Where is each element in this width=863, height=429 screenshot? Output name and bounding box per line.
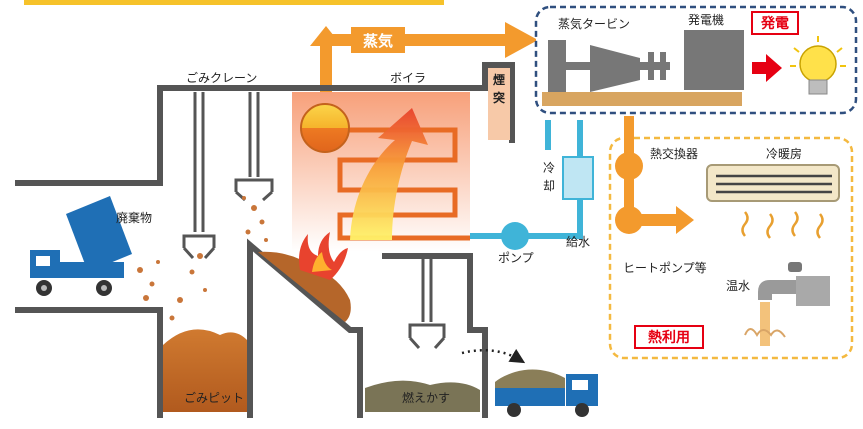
turbine-generator: [542, 30, 744, 106]
crane-ash: [408, 259, 446, 350]
heat-exchanger-flow: [615, 116, 694, 234]
grate-waste: [258, 251, 351, 322]
chimney-label-2: 突: [493, 90, 505, 105]
cooling-label-1: 冷: [543, 161, 555, 175]
fire: [299, 232, 348, 280]
plant-walls: [15, 62, 515, 418]
ash-label: 燃えかす: [402, 390, 450, 405]
heat-waves: [741, 211, 824, 239]
boiler-tubes: [330, 127, 470, 241]
power-badge: [751, 11, 799, 35]
generator-label: 発電機: [688, 12, 724, 27]
crane-left: [182, 92, 216, 260]
faucet-icon: [744, 262, 830, 346]
pump-label: ポンプ: [498, 251, 534, 265]
aircon-label: 冷暖房: [766, 146, 802, 161]
heat-use-label: 熱利用: [648, 329, 690, 346]
power-arrow: [752, 54, 782, 82]
falling-waste: [137, 196, 268, 339]
chimney: [488, 68, 510, 140]
turbine-label: 蒸気タービン: [558, 16, 630, 31]
heat-use-badge: [634, 325, 704, 349]
garbage-pit-fill: [163, 329, 247, 412]
heat-exchanger-label: 熱交換器: [650, 146, 698, 161]
boiler-label: ボイラ: [390, 71, 426, 85]
heat-flow-arrow: [350, 108, 428, 240]
air-conditioner-icon: [706, 164, 840, 202]
crane-label: ごみクレーン: [186, 70, 257, 85]
steam-label: 蒸気: [363, 32, 393, 50]
chimney-label-1: 煙: [493, 72, 505, 87]
ash-pile: [365, 380, 480, 412]
waste-label: 廃棄物: [116, 210, 152, 225]
heat-pump-label: ヒートポンプ等: [623, 261, 707, 275]
feed-water-label: 給水: [566, 235, 590, 249]
waste-truck-icon: [30, 196, 132, 296]
light-bulb-icon: [790, 36, 846, 95]
hot-water-label: 温水: [726, 279, 750, 293]
header-strip: [24, 0, 444, 5]
power-label: 発電: [760, 15, 789, 32]
steam-drum: [300, 103, 350, 153]
pump-icon: [501, 222, 529, 250]
ash-transport-arrow: [461, 348, 526, 364]
condenser: [562, 156, 594, 200]
ash-truck-icon: [495, 369, 598, 417]
pit-label: ごみピット: [184, 390, 244, 405]
crane-right: [234, 92, 274, 202]
cooling-label-2: 却: [543, 179, 555, 193]
